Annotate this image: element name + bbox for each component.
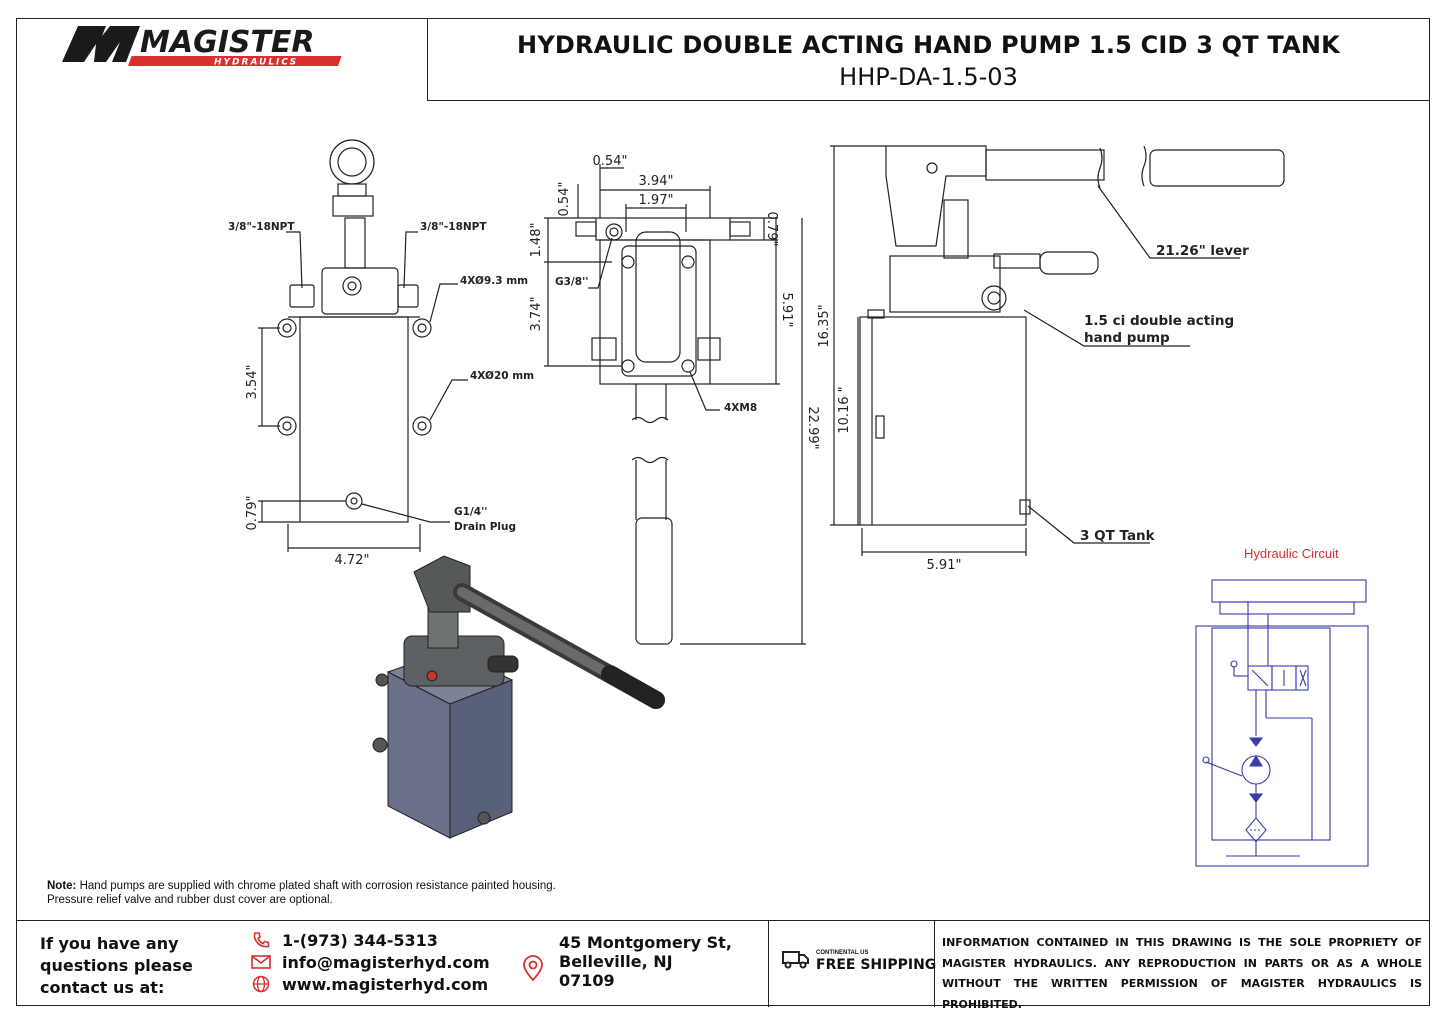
- note-line1: Hand pumps are supplied with chrome plat…: [79, 880, 556, 892]
- dim-front-width: 4.72": [335, 553, 370, 568]
- free-shipping-badge: CONTINENTAL US FREE SHIPPING: [782, 949, 936, 974]
- port-g38-label: G3/8'': [555, 276, 589, 288]
- globe-icon: [248, 974, 274, 994]
- dim-591-top: 5.91": [779, 293, 794, 328]
- mount-holes-2-label: 4XØ20 mm: [470, 370, 534, 382]
- circuit-title: Hydraulic Circuit: [1244, 546, 1339, 561]
- address-line: Belleville, NJ: [559, 952, 673, 971]
- dim-197: 1.97": [639, 193, 674, 208]
- email-address: info@magisterhyd.com: [282, 952, 490, 972]
- logo-wordmark: MAGISTER: [140, 25, 315, 60]
- title-block: HYDRAULIC DOUBLE ACTING HAND PUMP 1.5 CI…: [427, 19, 1429, 101]
- contact-question: If you have any questions please contact…: [40, 933, 193, 999]
- address: 45 Montgomery St, Belleville, NJ 07109: [521, 933, 732, 990]
- port-left-label: 3/8"-18NPT: [228, 221, 295, 233]
- isometric-view: [372, 555, 665, 839]
- contact-question-line: contact us at:: [40, 978, 165, 997]
- dim-drain-height: 0.79": [245, 496, 260, 531]
- front-view: [258, 139, 468, 552]
- truck-icon: [782, 949, 810, 974]
- tank-label: 3 QT Tank: [1080, 528, 1156, 544]
- shipping-region: CONTINENTAL US: [816, 950, 869, 956]
- footer: If you have any questions please contact…: [16, 920, 1430, 1011]
- dim-054-horizontal: 0.54": [593, 154, 628, 169]
- dim-2299: 22.99": [805, 406, 820, 449]
- bolts-label: 4XM8: [724, 402, 757, 414]
- contact-question-line: questions please: [40, 956, 193, 975]
- email-icon: [248, 952, 274, 972]
- note-label: Note:: [47, 880, 77, 892]
- website-url: www.magisterhyd.com: [282, 974, 489, 994]
- contact-question-line: If you have any: [40, 934, 179, 953]
- dim-hole-spacing: 3.54": [245, 365, 260, 400]
- lever-label: 21.26" lever: [1156, 243, 1249, 259]
- website-row[interactable]: www.magisterhyd.com: [248, 973, 490, 995]
- top-view: [544, 164, 806, 645]
- dim-148: 1.48": [529, 223, 544, 258]
- hydraulic-circuit: [1195, 579, 1369, 867]
- address-line: 45 Montgomery St,: [559, 933, 732, 952]
- logo-tagline: HYDRAULICS: [214, 58, 298, 68]
- email-row[interactable]: info@magisterhyd.com: [248, 951, 490, 973]
- note-line2: Pressure relief valve and rubber dust co…: [47, 894, 333, 906]
- note: Note: Hand pumps are supplied with chrom…: [47, 879, 556, 907]
- dim-1635: 16.35": [817, 304, 832, 347]
- address-line: 07109: [559, 971, 615, 990]
- disclaimer: INFORMATION CONTAINED IN THIS DRAWING IS…: [942, 936, 1422, 1011]
- dim-054-vertical: 0.54": [557, 182, 572, 217]
- phone-row[interactable]: 1-(973) 344-5313: [248, 929, 490, 951]
- port-right-label: 3/8"-18NPT: [420, 221, 487, 233]
- phone-number: 1-(973) 344-5313: [282, 930, 438, 950]
- shipping-label: FREE SHIPPING: [816, 957, 937, 973]
- contact-list: 1-(973) 344-5313 info@magisterhyd.com ww…: [248, 929, 490, 995]
- phone-icon: [248, 930, 274, 950]
- model-number: HHP-DA-1.5-03: [839, 63, 1018, 91]
- dim-1016: 10.16 ": [837, 386, 852, 433]
- pump-label-line1: 1.5 ci double acting: [1084, 313, 1234, 329]
- pump-label-line2: hand pump: [1084, 330, 1170, 346]
- dim-394: 3.94": [639, 174, 674, 189]
- dim-374: 3.74": [529, 297, 544, 332]
- location-pin-icon: [521, 945, 555, 990]
- footer-divider: [934, 921, 935, 1007]
- drain-thread-label: G1/4'': [454, 506, 488, 518]
- drawing-sheet: HYDRAULIC DOUBLE ACTING HAND PUMP 1.5 CI…: [16, 18, 1430, 1006]
- drain-plug-label: Drain Plug: [454, 521, 516, 533]
- side-view: [830, 145, 1285, 556]
- mount-holes-label: 4XØ9.3 mm: [460, 275, 528, 287]
- dim-591-side: 5.91": [927, 558, 962, 573]
- footer-divider: [768, 921, 769, 1007]
- drawing-title: HYDRAULIC DOUBLE ACTING HAND PUMP 1.5 CI…: [517, 31, 1340, 59]
- dim-079: 0.79": [764, 212, 779, 247]
- magister-logo-icon: MAGISTER HYDRAULICS: [62, 25, 342, 68]
